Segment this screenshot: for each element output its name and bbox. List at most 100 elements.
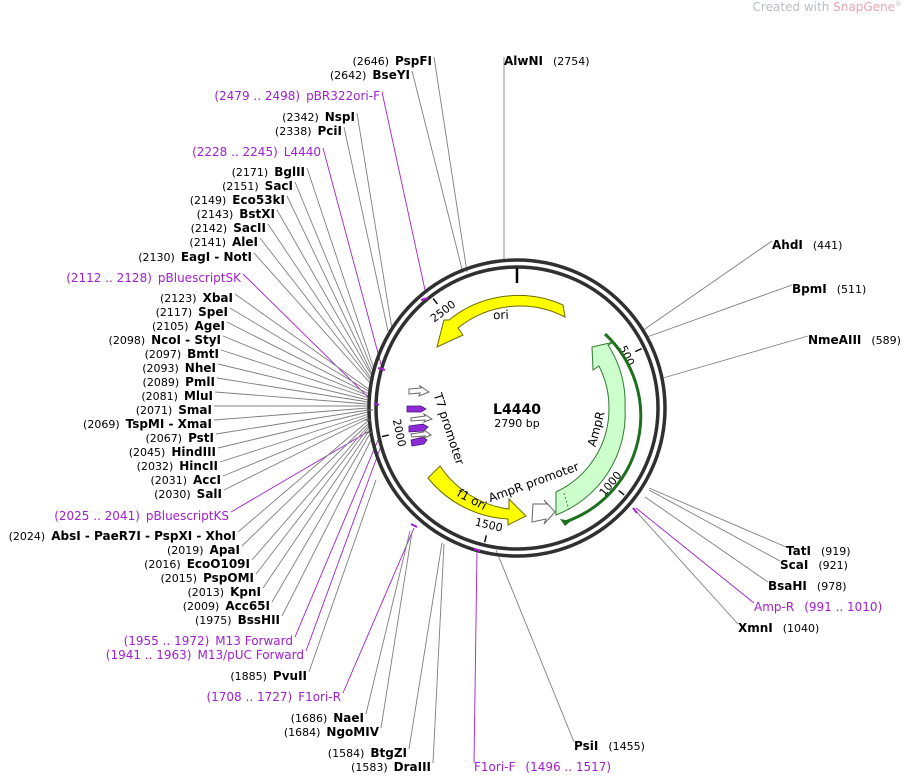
feature-f1-ori-arrow[interactable] [427, 465, 527, 526]
primer-label-f1ori-r[interactable]: (1708 .. 1727)F1ori-R [206, 690, 341, 704]
site-position: (2228 .. 2245) [192, 145, 278, 159]
enzyme-label-bsahi[interactable]: BsaHI(978) [768, 579, 847, 593]
enzyme-label-nmeaiii[interactable]: NmeAIII(589) [808, 333, 901, 347]
enzyme-label-ahdi[interactable]: AhdI(441) [772, 238, 842, 252]
site-name: BpmI [792, 282, 827, 296]
enzyme-label-nspi[interactable]: (2342)NspI [282, 110, 355, 124]
site-acc65i-leader [271, 431, 372, 603]
backbone-primer-marks [373, 297, 638, 552]
primer-label-m13-forward[interactable]: (1955 .. 1972)M13 Forward [124, 634, 293, 648]
enzyme-label-bglii[interactable]: (2171)BglII [232, 165, 305, 179]
site-name: KpnI [230, 585, 261, 599]
enzyme-label-ngomiv[interactable]: (1684)NgoMIV [284, 725, 380, 739]
enzyme-label-apai[interactable]: (2019)ApaI [167, 543, 240, 557]
site-position: (2093) [142, 362, 179, 375]
enzyme-label-acci[interactable]: (2031)AccI [150, 473, 221, 487]
enzyme-label-nhei[interactable]: (2093) NheI [142, 361, 216, 375]
enzyme-label-tati[interactable]: TatI(919) [786, 544, 851, 558]
primer-label-pbr322ori-f[interactable]: (2479 .. 2498)pBR322ori-F [214, 89, 380, 103]
enzyme-label-kpni[interactable]: (2013)KpnI [188, 585, 261, 599]
enzyme-label-sacii[interactable]: (2142) SacII [191, 221, 266, 235]
site-name: Acc65I [225, 599, 270, 613]
features [406, 295, 626, 526]
site-name: AbsI - PaeR7I - PspXI - XhoI [51, 529, 236, 543]
site-position: (991 .. 1010) [804, 600, 882, 614]
site-position: (2117) [156, 306, 193, 319]
site-position: (2142) [191, 222, 228, 235]
site-name: NheI [185, 361, 216, 375]
enzyme-label-pcii[interactable]: (2338)PciI [275, 124, 342, 138]
enzyme-label-xmni[interactable]: XmnI (1040) [738, 621, 819, 635]
enzyme-label-scai[interactable]: ScaI(921) [780, 558, 848, 572]
enzyme-label-acc65i[interactable]: (2009) Acc65I [183, 599, 270, 613]
site-name: M13 Forward [215, 634, 293, 648]
enzyme-label-spei[interactable]: (2117)SpeI [156, 305, 228, 319]
site-mlui-leader [214, 391, 369, 405]
enzyme-label-bpmi[interactable]: BpmI(511) [792, 282, 866, 296]
site-tati-leader [648, 487, 787, 548]
enzyme-label-sali[interactable]: (2030)SalI [154, 487, 222, 501]
primer-label-amp-r[interactable]: Amp-R(991 .. 1010) [754, 600, 882, 614]
enzyme-label-hindiii[interactable]: (2045)HindIII [129, 445, 216, 459]
enzyme-label-bmti[interactable]: (2097)BmtI [145, 347, 219, 361]
site-name: BstXI [239, 207, 275, 221]
site-name: XmnI [738, 621, 773, 635]
enzyme-label-mlui[interactable]: (2081)MluI [141, 389, 213, 403]
site-position: (2009) [183, 600, 220, 613]
site-name: NmeAIII [808, 333, 861, 347]
site-position: (1040) [783, 622, 820, 635]
enzyme-label-bstxi[interactable]: (2143)BstXI [197, 207, 275, 221]
site-name: PspFI [395, 54, 432, 68]
site-name: SacII [233, 221, 266, 235]
ampr-promoter-arrow[interactable] [531, 499, 556, 525]
enzyme-label-draiii[interactable]: (1583)DraIII [351, 760, 431, 774]
enzyme-label-ncoi-styi[interactable]: (2098)NcoI - StyI [109, 333, 221, 347]
enzyme-label-absi-paer7i-pspxi-xhoi[interactable]: (2024)AbsI - PaeR7I - PspXI - XhoI [9, 529, 236, 543]
enzyme-label-pmli[interactable]: (2089)PmlI [143, 375, 215, 389]
enzyme-label-eagi-noti[interactable]: (2130)EagI - NotI [138, 250, 252, 264]
primer-label-f1ori-f[interactable]: F1ori-F(1496 .. 1517) [474, 760, 611, 774]
enzyme-label-bseyi[interactable]: (2642)BseYI [330, 68, 410, 82]
site-name: PmlI [185, 375, 215, 389]
t7-promoter-arrow[interactable] [408, 384, 431, 397]
site-draiii-leader [432, 543, 445, 764]
tick-label-1500: 1500 [474, 516, 504, 535]
site-position: (1496 .. 1517) [525, 760, 611, 774]
enzyme-label-psii[interactable]: PsiI(1455) [574, 739, 645, 753]
site-name: F1ori-R [298, 690, 341, 704]
enzyme-label-naei[interactable]: (1686)NaeI [291, 711, 364, 725]
enzyme-label-tspmi-xmai[interactable]: (2069)TspMI - XmaI [83, 417, 212, 431]
enzyme-label-alei[interactable]: (2141)AleI [189, 235, 258, 249]
site-name: M13/pUC Forward [197, 648, 304, 662]
enzyme-label-pspomi[interactable]: (2015)PspOMI [160, 571, 254, 585]
enzyme-label-smai[interactable]: (2071)SmaI [136, 403, 212, 417]
enzyme-label-xbai[interactable]: (2123)XbaI [160, 291, 233, 305]
enzyme-label-eco53ki[interactable]: (2149)Eco53kI [190, 193, 285, 207]
feature-ori-arrow[interactable] [436, 295, 566, 348]
enzyme-label-pspfi[interactable]: (2646)PspFI [352, 54, 432, 68]
site-position: (2071) [136, 404, 173, 417]
primer-label-pbluescriptsk[interactable]: (2112 .. 2128)pBluescriptSK [66, 271, 242, 285]
enzyme-label-pvuii[interactable]: (1885)PvuII [230, 669, 307, 683]
enzyme-label-hincii[interactable]: (2032)HincII [137, 459, 218, 473]
enzyme-label-agei[interactable]: (2105)AgeI [152, 319, 225, 333]
site-position: (2112 .. 2128) [66, 271, 152, 285]
feature-ampr-arrow[interactable] [555, 341, 626, 516]
site-name: pBluescriptKS [146, 509, 229, 523]
site-position: (2105) [152, 320, 189, 333]
enzyme-label-saci[interactable]: (2151)SacI [222, 179, 293, 193]
primer-label-pbluescriptks[interactable]: (2025 .. 2041)pBluescriptKS [54, 509, 229, 523]
site-position: (978) [817, 580, 847, 593]
enzyme-label-bsshii[interactable]: (1975)BssHII [195, 613, 280, 627]
enzyme-label-alwni[interactable]: AlwNI(2754) [504, 54, 590, 68]
site-position: (2149) [190, 194, 227, 207]
enzyme-label-btgzi[interactable]: (1584)BtgZI [328, 746, 407, 760]
site-name: EagI - NotI [181, 250, 252, 264]
site-tspmi-xmai-leader [213, 407, 369, 421]
enzyme-label-ecoo109i[interactable]: (2016)EcoO109I [144, 557, 250, 571]
primer-label-l4440[interactable]: (2228 .. 2245)L4440 [192, 145, 321, 159]
enzyme-label-psti[interactable]: (2067)PstI [145, 431, 214, 445]
site-position: (1686) [291, 712, 328, 725]
primer-label-m13-puc-forward[interactable]: (1941 .. 1963)M13/pUC Forward [106, 648, 304, 662]
primer-l4440-leader [322, 147, 383, 369]
